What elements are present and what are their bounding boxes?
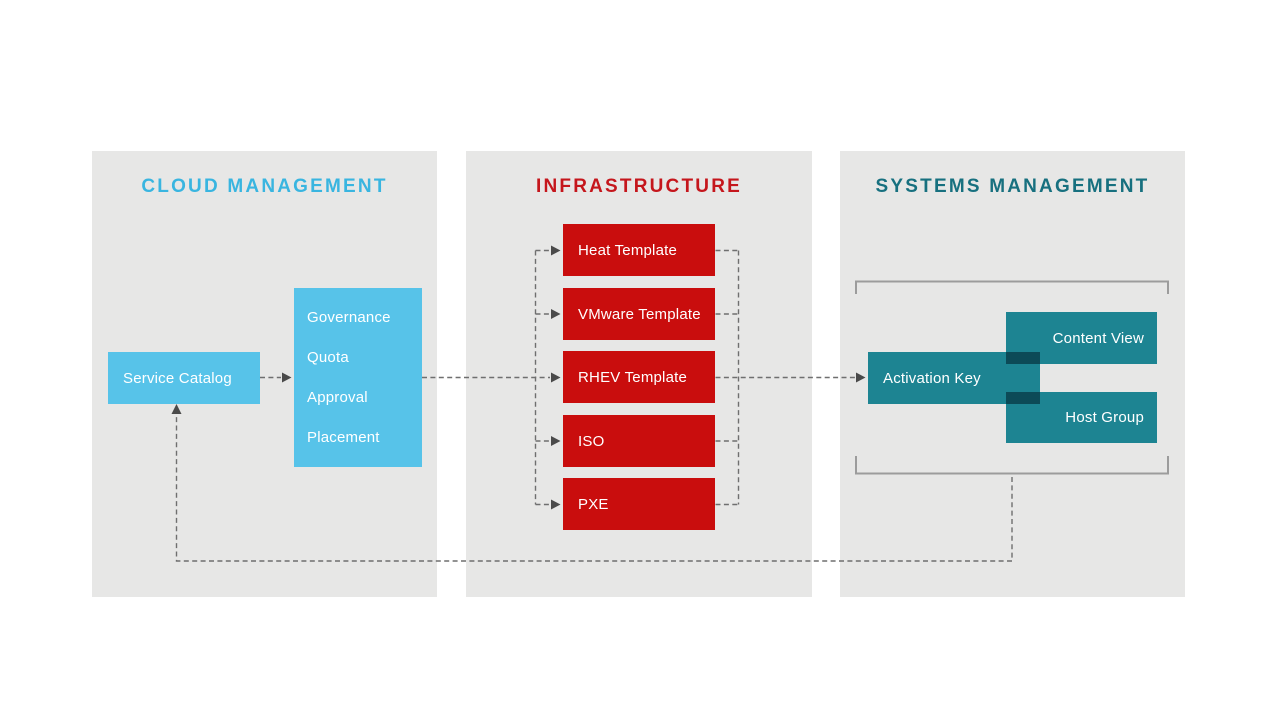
heat-template-node: Heat Template [563, 224, 715, 276]
policy-item-governance: Governance [307, 309, 391, 326]
activation-content-overlap-shade [1006, 352, 1040, 364]
policy-item-approval: Approval [307, 389, 368, 406]
cloud-management-title: CLOUD MANAGEMENT [141, 176, 388, 197]
iso-node: ISO [563, 415, 715, 467]
infrastructure-title: INFRASTRUCTURE [535, 176, 742, 197]
rhev-template-label: RHEV Template [578, 368, 688, 386]
content-view-label: Content View [1052, 329, 1144, 347]
cloud-policy-list: Governance Quota Approval Placement [307, 308, 422, 447]
policy-item-quota: Quota [307, 349, 349, 366]
systems-management-title: SYSTEMS MANAGEMENT [875, 176, 1150, 197]
service-catalog-node: Service Catalog [108, 352, 260, 404]
vmware-template-label: VMware Template [578, 305, 701, 323]
activation-host-overlap-shade [1006, 392, 1040, 404]
policy-item-placement: Placement [307, 429, 380, 446]
vmware-template-node: VMware Template [563, 288, 715, 340]
pxe-node: PXE [563, 478, 715, 530]
activation-key-label: Activation Key [883, 369, 981, 387]
rhev-template-node: RHEV Template [563, 351, 715, 403]
cloud-policy-node: Governance Quota Approval Placement [294, 288, 422, 467]
service-catalog-label: Service Catalog [123, 369, 232, 387]
heat-template-label: Heat Template [578, 241, 678, 259]
pxe-label: PXE [578, 495, 609, 513]
host-group-label: Host Group [1065, 409, 1144, 426]
iso-label: ISO [578, 432, 605, 450]
